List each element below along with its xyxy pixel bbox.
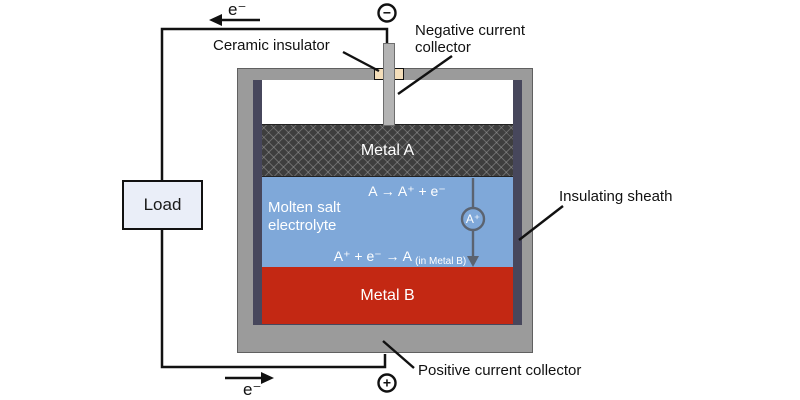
negative-terminal-icon: −: [377, 3, 397, 23]
negative-current-collector-rod: [383, 43, 395, 126]
svg-text:+: +: [383, 375, 391, 391]
electrolyte-name-label: Molten salt electrolyte: [268, 199, 341, 235]
negative-collector-line1: Negative current: [415, 22, 526, 39]
anode-reaction-text: A → A⁺ + e⁻: [368, 183, 446, 199]
cathode-reaction-subscript: (in Metal B): [415, 256, 467, 267]
electrolyte-name-line2: electrolyte: [268, 217, 337, 234]
positive-current-collector-label: Positive current collector: [418, 362, 582, 379]
electron-flow-top-label: e⁻: [228, 0, 247, 19]
metal-a-layer: Metal A: [262, 124, 513, 177]
cathode-reaction-main: A⁺ + e⁻ → A: [333, 248, 412, 264]
electron-flow-bottom-label: e⁻: [243, 380, 262, 399]
negative-current-collector-label: Negative current collector: [415, 22, 525, 56]
electrolyte-name-line1: Molten salt: [268, 199, 341, 216]
insulating-sheath-label: Insulating sheath: [559, 188, 673, 205]
metal-a-label: Metal A: [360, 141, 415, 159]
load-label: Load: [143, 195, 182, 214]
load-box: Load: [122, 180, 203, 230]
metal-b-layer: Metal B: [262, 267, 513, 324]
cathode-reaction-text: A⁺ + e⁻ → A (in Metal B): [310, 248, 490, 267]
negative-collector-line2: collector: [415, 39, 471, 56]
positive-terminal-icon: +: [377, 373, 397, 393]
metal-b-label: Metal B: [360, 286, 415, 304]
ceramic-insulator-label: Ceramic insulator: [213, 37, 330, 54]
svg-text:−: −: [383, 5, 391, 21]
